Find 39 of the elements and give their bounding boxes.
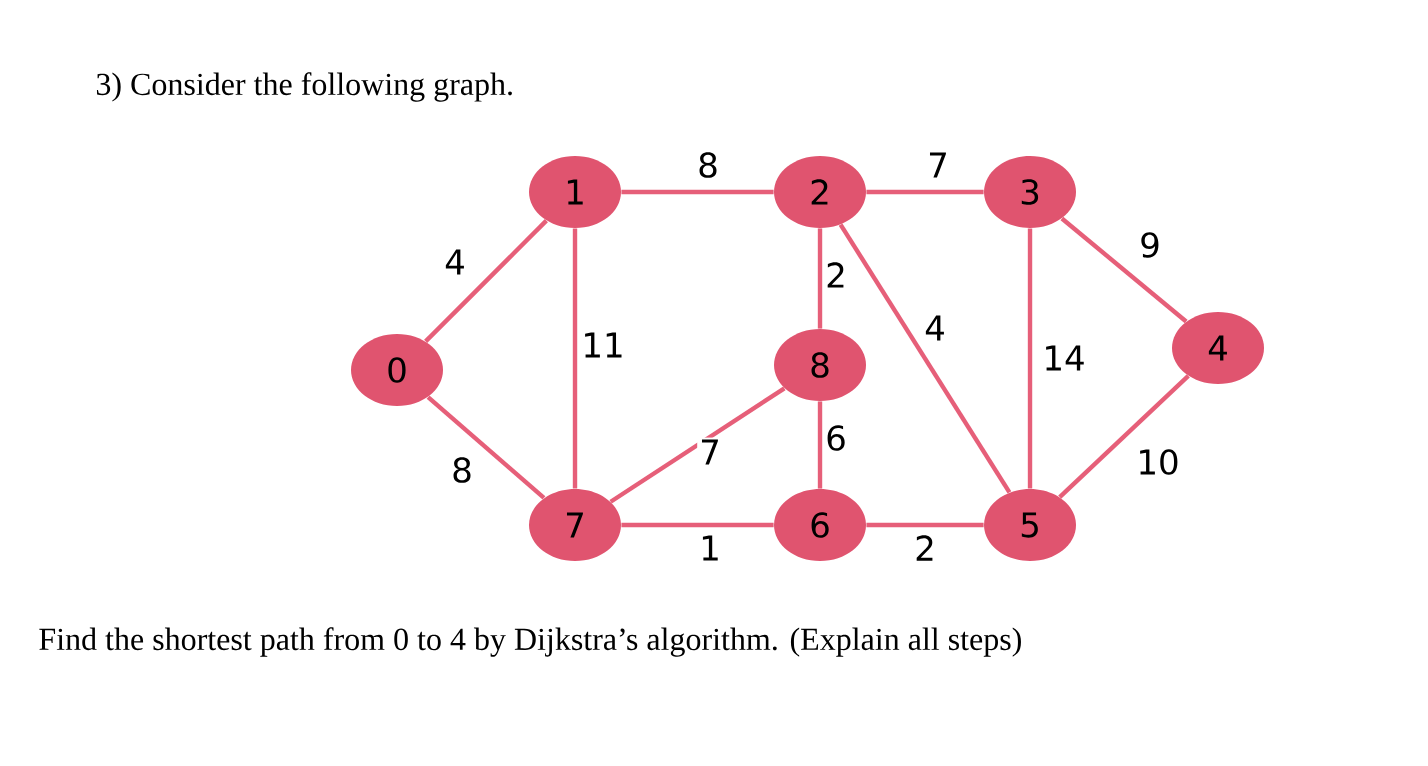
edge-line: [866, 189, 984, 195]
graph-node: 1: [529, 156, 621, 228]
edge-line: [621, 189, 774, 195]
edge-line: [572, 228, 578, 489]
edge-label: 11: [579, 330, 627, 360]
edge-line: [424, 219, 548, 343]
graph-node: 0: [351, 334, 443, 406]
graph-node: 6: [774, 489, 866, 561]
edge-label: 7: [925, 150, 951, 180]
edge-label: 2: [823, 260, 849, 290]
graph-node: 4: [1172, 312, 1264, 384]
edge-label: 10: [1134, 447, 1182, 477]
edge-line: [1060, 216, 1188, 324]
edge-line: [1027, 228, 1033, 489]
graph-node: 2: [774, 156, 866, 228]
caption: Find the shortest path from 0 to 4 by Dijkstra’s algorithm. (Explain all steps): [39, 627, 1021, 657]
edge-label: 2: [912, 533, 938, 563]
edge-line: [817, 401, 823, 489]
edge-line: [621, 522, 774, 528]
title: 3) Consider the following graph.: [96, 72, 512, 102]
edge-label: 8: [449, 455, 475, 485]
edge-label: 8: [695, 150, 721, 180]
edge-label: 4: [442, 247, 468, 277]
edge-label: 7: [697, 437, 723, 467]
graph-node: 8: [774, 329, 866, 401]
edge-label: 9: [1137, 230, 1163, 260]
edge-label: 1: [697, 533, 723, 563]
edge-label: 4: [922, 313, 948, 343]
edge-line: [1058, 374, 1190, 499]
edge-line: [817, 228, 823, 329]
edge-line: [866, 522, 984, 528]
graph-node: 5: [984, 489, 1076, 561]
graph-node: 7: [529, 489, 621, 561]
edge-label: 6: [823, 423, 849, 453]
graph-node: 3: [984, 156, 1076, 228]
edge-label: 14: [1040, 343, 1088, 373]
edge-line: [426, 395, 546, 500]
edge-line: [838, 223, 1012, 494]
edge-line: [609, 386, 786, 504]
